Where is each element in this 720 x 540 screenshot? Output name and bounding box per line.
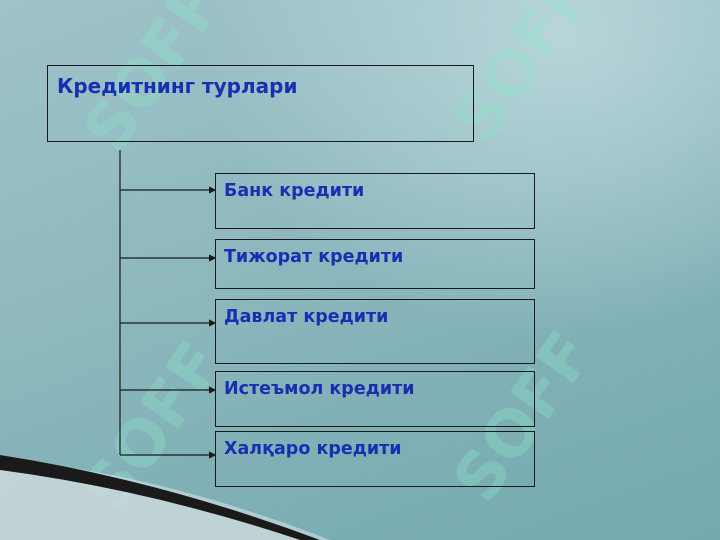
credit-type-box-state: Давлат кредити bbox=[215, 299, 535, 364]
credit-type-label: Давлат кредити bbox=[224, 307, 389, 327]
credit-type-label: Тижорат кредити bbox=[224, 247, 404, 267]
diagram-title-box: Кредитнинг турлари bbox=[47, 65, 474, 142]
credit-type-label: Банк кредити bbox=[224, 181, 365, 201]
credit-type-label: Истеъмол кредити bbox=[224, 379, 415, 399]
credit-type-box-consumer: Истеъмол кредити bbox=[215, 371, 535, 427]
background-highlight bbox=[200, 0, 720, 340]
credit-type-box-bank: Банк кредити bbox=[215, 173, 535, 229]
credit-type-box-commercial: Тижорат кредити bbox=[215, 239, 535, 289]
credit-type-label: Халқаро кредити bbox=[224, 439, 402, 459]
diagram-title: Кредитнинг турлари bbox=[57, 74, 298, 98]
credit-type-box-international: Халқаро кредити bbox=[215, 431, 535, 487]
